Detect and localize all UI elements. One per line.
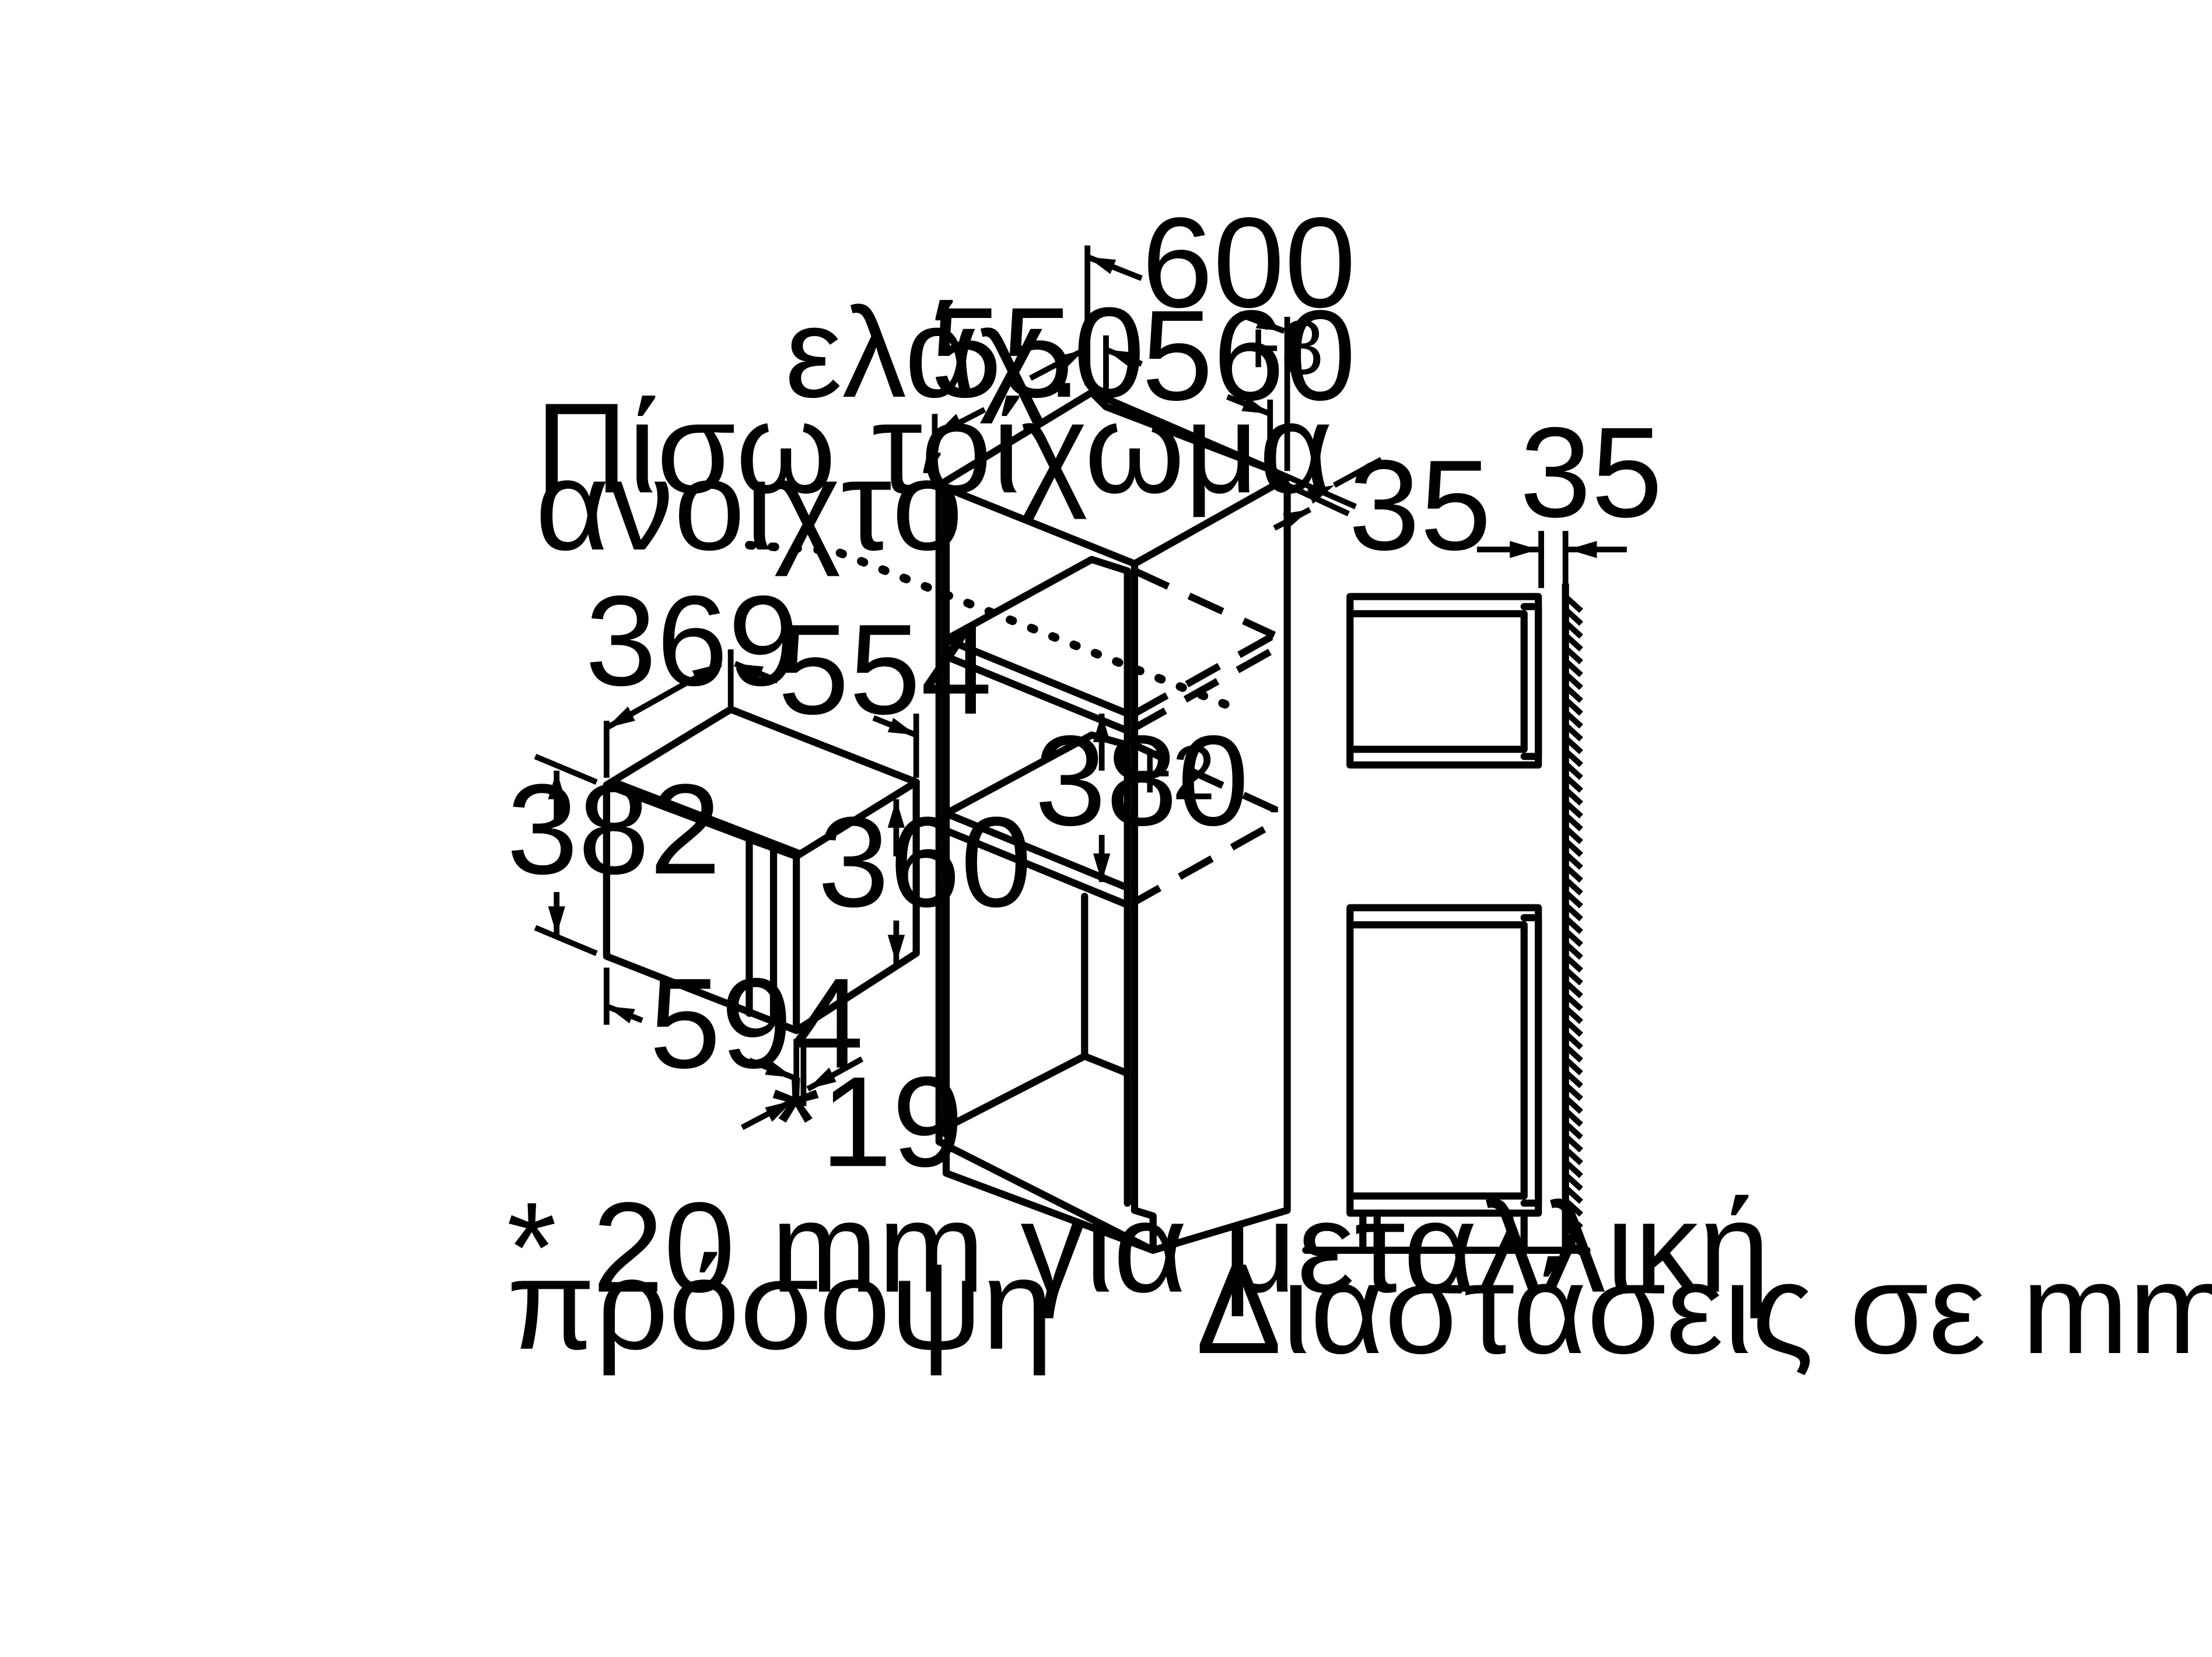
label-380-tolerance: +2 [1128,729,1216,816]
microwave-appliance [603,705,920,1034]
label-600: 600 [1142,191,1356,334]
label-19: *19 [771,1050,964,1194]
label-back-wall-line2: ανοιχτό [536,434,964,577]
label-594: 594 [649,952,863,1095]
label-550: 550 [930,281,1144,424]
label-382: 382 [507,757,721,901]
dimension-lines [534,245,1627,1130]
label-35-depth: 35 [1349,434,1492,577]
label-369: 369 [585,569,799,712]
units-caption: Διαστάσεις σε mm [1196,1237,2212,1380]
label-back-wall-line1: Πίσω τοίχωμα [536,376,1334,520]
dimension-labels: 600 ελάχ. 550 560 +8 35 Πίσω τοίχωμα ανο… [507,191,1663,1194]
label-554: 554 [778,597,992,741]
footnote-line2: πρόσοψη [507,1233,1054,1376]
label-550-prefix: ελάχ. [785,281,1082,424]
label-560: 560 [1142,284,1356,427]
label-560-tolerance: +8 [1236,304,1324,390]
label-360: 360 [818,790,1032,934]
footnote-line1: * 20 mm για μεταλλική [507,1176,1770,1319]
notes: * 20 mm για μεταλλική πρόσοψη Διαστάσεις… [507,1176,2212,1380]
side-elevation [1302,581,1591,1256]
label-380: 380 [1035,709,1249,852]
label-35-side: 35 [1520,401,1662,544]
